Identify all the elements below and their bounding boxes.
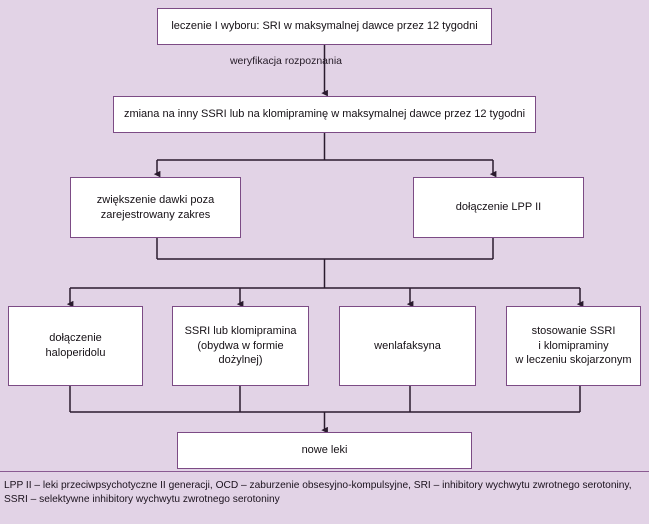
node-venlafaxine-label: wenlafaksyna bbox=[374, 339, 441, 352]
node-combined-label-line3: w leczeniu skojarzonym bbox=[515, 354, 632, 367]
node-add-haloperidol[interactable]: dołączenie haloperidolu bbox=[8, 306, 143, 386]
footnote-divider bbox=[0, 471, 649, 473]
node-intravenous-label-line2: (obydwa w formie bbox=[197, 339, 284, 352]
node-new-drugs[interactable]: nowe leki bbox=[177, 432, 472, 469]
node-dose-increase[interactable]: zwiększenie dawki poza zarejestrowany za… bbox=[70, 177, 241, 238]
footnote-abbreviations: LPP II – leki przeciwpsychotyczne II gen… bbox=[4, 479, 649, 508]
node-new-drugs-label: nowe leki bbox=[301, 444, 348, 457]
node-combined-ssri-clomipramine[interactable]: stosowanie SSRI i klomipraminy w leczeni… bbox=[506, 306, 641, 386]
node-first-line-treatment[interactable]: leczenie I wyboru: SRI w maksymalnej daw… bbox=[157, 8, 492, 45]
node-intravenous-ssri-clomipramine[interactable]: SSRI lub klomipramina (obydwa w formie d… bbox=[172, 306, 309, 386]
node-combined-label-line1: stosowanie SSRI bbox=[531, 325, 616, 338]
node-intravenous-label-line3: dożylnej) bbox=[218, 354, 263, 367]
node-add-haloperidol-label-line1: dołączenie bbox=[49, 332, 102, 345]
node-first-line-treatment-label: leczenie I wyboru: SRI w maksymalnej daw… bbox=[171, 20, 478, 33]
edge-label-verification-text: weryfikacja rozpoznania bbox=[229, 55, 343, 67]
node-add-haloperidol-label-line2: haloperidolu bbox=[45, 347, 106, 359]
node-intravenous-label-line1: SSRI lub klomipramina bbox=[184, 325, 297, 338]
node-dose-increase-label-line2: zarejestrowany zakres bbox=[100, 208, 211, 221]
node-add-lpp-ii[interactable]: dołączenie LPP II bbox=[413, 177, 584, 238]
edge-label-verification: weryfikacja rozpoznania bbox=[196, 55, 376, 68]
footnote-line-1: LPP II – leki przeciwpsychotyczne II gen… bbox=[4, 480, 632, 491]
node-venlafaxine[interactable]: wenlafaksyna bbox=[339, 306, 476, 386]
footnote-line-2: SSRI – selektywne inhibitory wychwytu zw… bbox=[4, 494, 280, 506]
node-dose-increase-label-line1: zwiększenie dawki poza bbox=[96, 193, 215, 206]
node-combined-label-line2: i klomipraminy bbox=[538, 339, 609, 352]
node-switch-ssri-label: zmiana na inny SSRI lub na klomipraminę … bbox=[123, 108, 526, 121]
node-add-lpp-ii-label: dołączenie LPP II bbox=[455, 201, 542, 214]
node-switch-ssri[interactable]: zmiana na inny SSRI lub na klomipraminę … bbox=[113, 96, 536, 133]
